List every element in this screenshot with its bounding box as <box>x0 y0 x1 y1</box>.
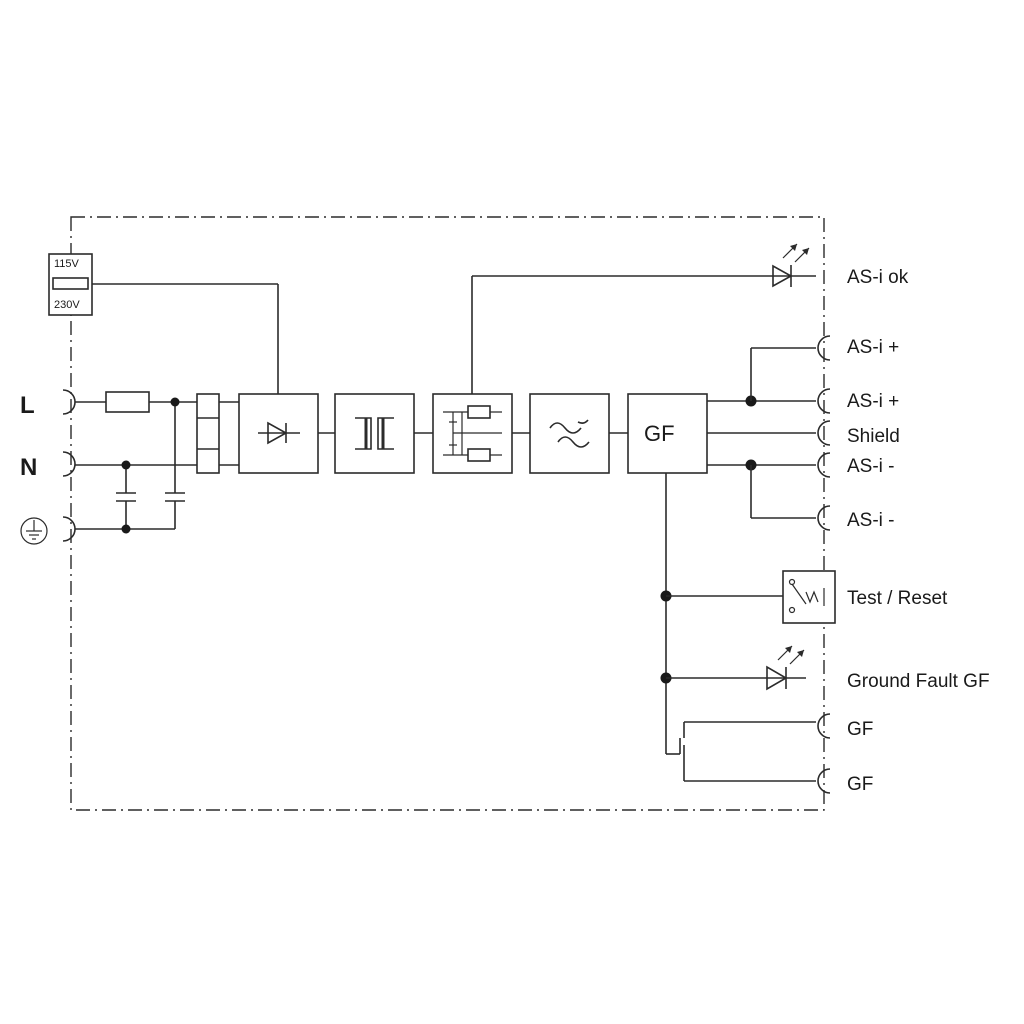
label-shield: Shield <box>847 426 900 447</box>
label-asi-ok: AS-i ok <box>847 267 909 288</box>
terminal-label-l: L <box>20 392 35 419</box>
terminal-asi-plus-1-connector <box>817 335 831 361</box>
terminal-asi-minus-2-connector <box>817 505 831 531</box>
terminal-label-n: N <box>20 454 37 481</box>
label-asi-minus-2: AS-i - <box>847 510 895 531</box>
led-asi-ok-icon <box>772 243 810 288</box>
gf-relay-contact <box>666 721 816 782</box>
filter-capacitor-right <box>165 402 185 529</box>
earth-ground-icon <box>20 517 48 545</box>
label-asi-plus-2: AS-i + <box>847 391 899 412</box>
terminal-shield-connector <box>817 420 831 446</box>
label-gf-1: GF <box>847 719 873 740</box>
data-decoupling-block <box>529 393 610 474</box>
junction-dot <box>121 460 131 470</box>
terminal-n-connector <box>62 451 76 477</box>
filter-capacitor-left <box>116 465 136 529</box>
transformer-icon <box>355 417 394 450</box>
voltage-switch-icon <box>52 277 89 290</box>
junction-dot <box>121 524 131 534</box>
terminal-pe-connector <box>62 516 76 542</box>
gf-block-label: GF <box>644 421 675 446</box>
terminal-gf-1-connector <box>817 713 831 739</box>
ground-fault-block <box>627 393 708 474</box>
pushbutton-switch-icon <box>788 578 825 614</box>
test-reset-button-symbol <box>782 570 836 624</box>
output-stage-icon <box>443 405 502 462</box>
diode-icon <box>258 421 300 445</box>
label-asi-minus-1: AS-i - <box>847 456 895 477</box>
fuse-symbol <box>105 391 150 413</box>
voltage-label-115: 115V <box>54 258 80 270</box>
label-gf-2: GF <box>847 774 873 795</box>
junction-dot <box>170 397 180 407</box>
terminal-asi-plus-2-connector <box>817 388 831 414</box>
input-filter-block <box>196 393 220 474</box>
terminal-l-connector <box>62 389 76 415</box>
terminal-gf-2-connector <box>817 768 831 794</box>
label-ground-fault: Ground Fault GF <box>847 671 990 692</box>
voltage-label-230: 230V <box>54 299 80 311</box>
label-test-reset: Test / Reset <box>847 588 948 609</box>
led-ground-fault-icon <box>766 645 805 691</box>
isolation-transformer-block <box>334 393 415 474</box>
terminal-asi-minus-1-connector <box>817 452 831 478</box>
enclosure-border <box>70 216 825 811</box>
label-asi-plus-1: AS-i + <box>847 337 899 358</box>
tilde-wave-icon <box>549 419 590 448</box>
